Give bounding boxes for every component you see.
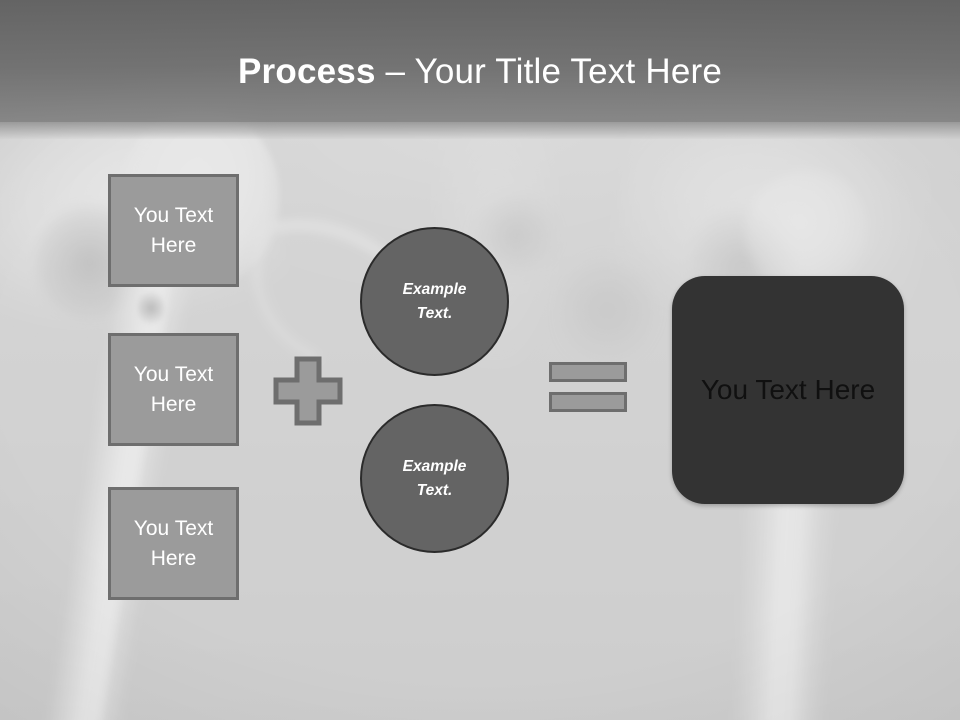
input-box-3[interactable]: You Text Here xyxy=(108,487,239,600)
equals-icon xyxy=(549,362,627,412)
input-box-1[interactable]: You Text Here xyxy=(108,174,239,287)
equals-bar-bottom xyxy=(549,392,627,412)
result-panel-label: You Text Here xyxy=(700,374,876,405)
example-circle-1[interactable]: Example Text. xyxy=(360,227,509,376)
example-circle-2-label: Example Text. xyxy=(402,457,467,499)
page-title-bold: Process xyxy=(238,52,376,91)
example-circle-1-label: Example Text. xyxy=(402,280,467,322)
page-title: Process – Your Title Text Here xyxy=(0,50,960,94)
input-box-3-label: You Text Here xyxy=(133,516,214,570)
plus-icon xyxy=(273,356,343,426)
page-title-rest: Your Title Text Here xyxy=(414,52,722,91)
input-box-1-label: You Text Here xyxy=(133,203,214,257)
title-band xyxy=(0,0,960,122)
equals-bar-top xyxy=(549,362,627,382)
result-panel[interactable]: You Text Here xyxy=(672,276,904,504)
title-band-underline xyxy=(0,122,960,139)
input-box-2-label: You Text Here xyxy=(133,362,214,416)
example-circle-2[interactable]: Example Text. xyxy=(360,404,509,553)
page-title-dash: – xyxy=(375,52,415,91)
input-box-2[interactable]: You Text Here xyxy=(108,333,239,446)
